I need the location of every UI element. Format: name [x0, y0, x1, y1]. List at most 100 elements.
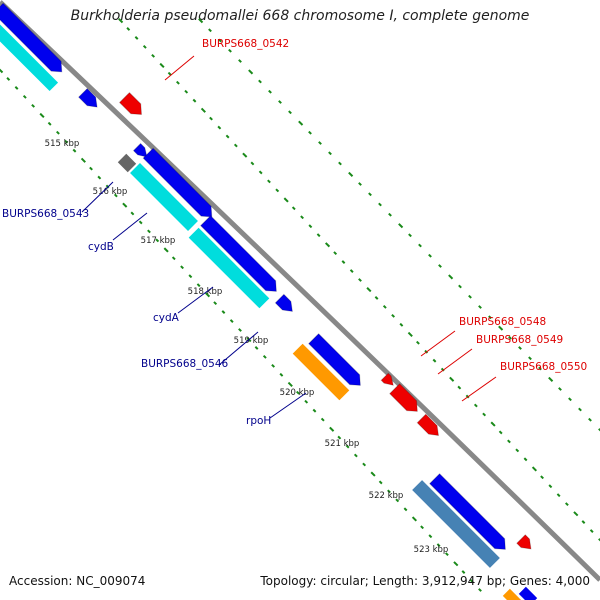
track-dot — [324, 242, 331, 248]
track-dot — [378, 480, 383, 485]
track-dot — [200, 107, 206, 113]
track-dot — [248, 69, 254, 75]
track-dot — [490, 421, 496, 427]
gene-rpoh[interactable] — [292, 343, 350, 401]
track-dot — [288, 110, 292, 115]
gene-label[interactable]: cydA — [153, 312, 180, 324]
gene-orange-low-shape — [502, 588, 522, 600]
track-dot — [209, 116, 213, 121]
track-dot — [72, 148, 77, 153]
track-dot — [196, 283, 201, 288]
tick-label: 518 kbp — [188, 287, 223, 297]
track-dot — [581, 520, 586, 524]
track-dot — [312, 408, 317, 413]
track-dot — [218, 38, 222, 43]
gene-cyda-shape — [188, 227, 270, 309]
track-dot — [428, 534, 433, 539]
gene-blue-d[interactable] — [308, 333, 366, 391]
accession-text: Accession: NC_009074 — [9, 574, 146, 588]
track-dot — [14, 86, 19, 90]
track-dot — [449, 376, 455, 382]
gene-label[interactable]: cydB — [88, 241, 114, 253]
track-dot — [22, 94, 27, 99]
gene-label-leader — [461, 376, 497, 402]
track-dot — [337, 435, 342, 440]
gene-label[interactable]: BURPS668_0548 — [459, 316, 546, 328]
track-dot — [6, 77, 11, 81]
track-dot — [316, 233, 321, 238]
track-dot — [416, 340, 420, 345]
gene-burps668-0546[interactable] — [274, 293, 296, 315]
gene-blue-a-shape — [0, 2, 63, 73]
gene-label[interactable]: BURPS668_0543 — [2, 208, 89, 220]
gene-blue-e[interactable] — [428, 472, 511, 555]
gene-label[interactable]: BURPS668_0549 — [476, 334, 563, 346]
tick-label: 522 kbp — [369, 491, 404, 501]
gene-cyan-a[interactable] — [0, 18, 59, 92]
track-dot — [598, 428, 600, 432]
track-dot — [387, 489, 391, 494]
track-dot — [171, 256, 176, 261]
gene-blue-c[interactable] — [199, 214, 282, 297]
track-dot — [548, 484, 553, 489]
track-dot — [458, 284, 462, 289]
track-dot — [258, 170, 263, 175]
track-dot — [428, 253, 432, 258]
track-dot — [296, 390, 300, 395]
gene-blue-a[interactable] — [0, 2, 67, 77]
track-dot — [304, 399, 309, 404]
gene-blue-low[interactable] — [518, 586, 538, 600]
gene-red-low[interactable] — [516, 534, 535, 553]
track-dot — [198, 18, 204, 24]
gene-label[interactable]: rpoH — [246, 415, 271, 427]
gene-burps668-0542[interactable] — [118, 91, 147, 120]
gene-blue-small[interactable] — [77, 87, 102, 112]
track-dot — [300, 215, 304, 220]
gene-cyda[interactable] — [188, 227, 270, 309]
gene-burps668-0550[interactable] — [416, 413, 442, 439]
track-dot — [208, 28, 212, 33]
track-dot — [528, 356, 532, 361]
track-dot — [358, 182, 362, 186]
track-dot — [159, 62, 165, 69]
track-dot — [531, 466, 538, 472]
track-dot — [291, 206, 296, 211]
gene-burps668-0549[interactable] — [389, 383, 423, 417]
track-dot — [47, 121, 52, 126]
gene-burps668-0543[interactable] — [117, 153, 137, 173]
track-dot — [508, 335, 512, 340]
genome-summary-text: Topology: circular; Length: 3,912,947 bp… — [260, 574, 590, 588]
gene-steel-shape — [412, 480, 500, 568]
track-dot — [362, 462, 367, 467]
track-dot — [353, 453, 358, 458]
gene-cydb[interactable] — [130, 163, 198, 231]
gene-label[interactable]: BURPS668_0550 — [500, 361, 587, 373]
gene-label[interactable]: BURPS668_0542 — [202, 38, 289, 50]
tick-label: 519 kbp — [234, 336, 269, 346]
track-dot — [469, 579, 474, 583]
gene-label-leader — [81, 181, 114, 213]
track-dot — [498, 430, 503, 435]
gene-blue-tiny[interactable] — [132, 142, 151, 161]
gene-blue-b[interactable] — [142, 147, 217, 222]
map-title: Burkholderia pseudomallei 668 chromosome… — [70, 8, 530, 24]
track-dot — [568, 397, 572, 402]
track-dot — [308, 224, 313, 229]
track-dot — [457, 385, 462, 390]
track-dot — [329, 426, 335, 432]
track-dot — [142, 44, 147, 49]
gene-burps668-0550-shape — [416, 413, 440, 437]
track-dot — [122, 202, 128, 208]
gene-label-leader — [177, 286, 214, 314]
track-dot — [368, 192, 372, 197]
track-dot — [250, 161, 255, 166]
gene-label-leader — [420, 330, 456, 357]
gene-label[interactable]: BURPS668_0546 — [141, 358, 229, 370]
track-dot — [31, 103, 36, 108]
tick-label: 523 kbp — [414, 545, 449, 555]
gene-steel[interactable] — [412, 480, 500, 568]
gene-label-leader — [218, 331, 259, 366]
track-dot — [523, 457, 528, 462]
gene-burps668-0548[interactable] — [380, 372, 397, 389]
gene-orange-low[interactable] — [502, 588, 522, 600]
